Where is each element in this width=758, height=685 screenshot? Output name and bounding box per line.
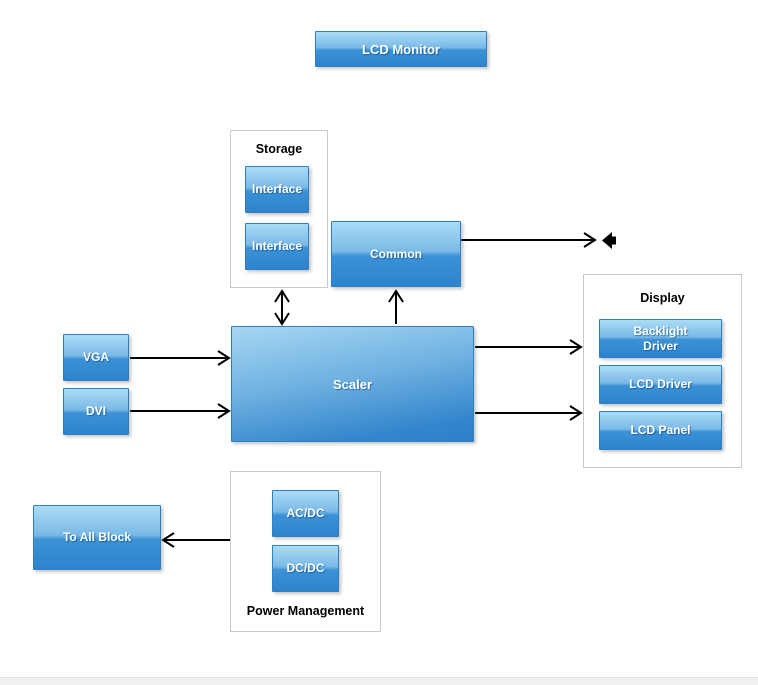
block-label: To All Block: [62, 530, 131, 544]
block-label: LCD Driver: [629, 377, 692, 391]
speaker-icon: [602, 232, 616, 249]
arrow-dvi-to-scaler: [130, 403, 231, 419]
block-interface-1: Interface: [245, 166, 309, 213]
block-backlight-driver: Backlight Driver: [599, 319, 722, 358]
group-title-display: Display: [640, 291, 685, 305]
arrow-scaler-to-display-lower: [475, 405, 583, 421]
block-lcd-monitor: LCD Monitor: [315, 31, 487, 67]
block-label: LCD Monitor: [362, 41, 440, 57]
block-vga: VGA: [63, 334, 129, 381]
block-dvi: DVI: [63, 388, 129, 435]
block-interface-2: Interface: [245, 223, 309, 270]
arrow-vga-to-scaler: [130, 350, 231, 366]
arrow-scaler-to-common: [388, 289, 404, 324]
arrow-power-to-all-block: [161, 532, 230, 548]
block-label: Backlight Driver: [633, 323, 688, 353]
arrow-scaler-to-display-upper: [475, 339, 583, 355]
block-label: VGA: [82, 350, 109, 364]
block-label: AC/DC: [286, 506, 325, 520]
block-dc-dc: DC/DC: [272, 545, 339, 592]
arrow-storage-scaler-bidirectional: [274, 289, 290, 326]
block-label: Common: [370, 246, 422, 261]
block-label: Interface: [251, 182, 303, 196]
block-label: LCD Panel: [630, 423, 691, 437]
footer-divider: [0, 677, 758, 685]
block-label: Interface: [251, 239, 303, 253]
block-label: Scaler: [332, 376, 373, 392]
block-to-all-block: To All Block: [33, 505, 161, 570]
block-label: DVI: [85, 404, 106, 418]
group-title-power-management: Power Management: [246, 604, 365, 618]
block-scaler: Scaler: [231, 326, 474, 442]
block-ac-dc: AC/DC: [272, 490, 339, 537]
group-title-storage: Storage: [255, 142, 303, 156]
block-lcd-panel: LCD Panel: [599, 411, 722, 450]
block-common: Common: [331, 221, 461, 287]
block-lcd-driver: LCD Driver: [599, 365, 722, 404]
block-label: DC/DC: [286, 561, 325, 575]
arrow-common-to-speaker: [461, 232, 597, 248]
